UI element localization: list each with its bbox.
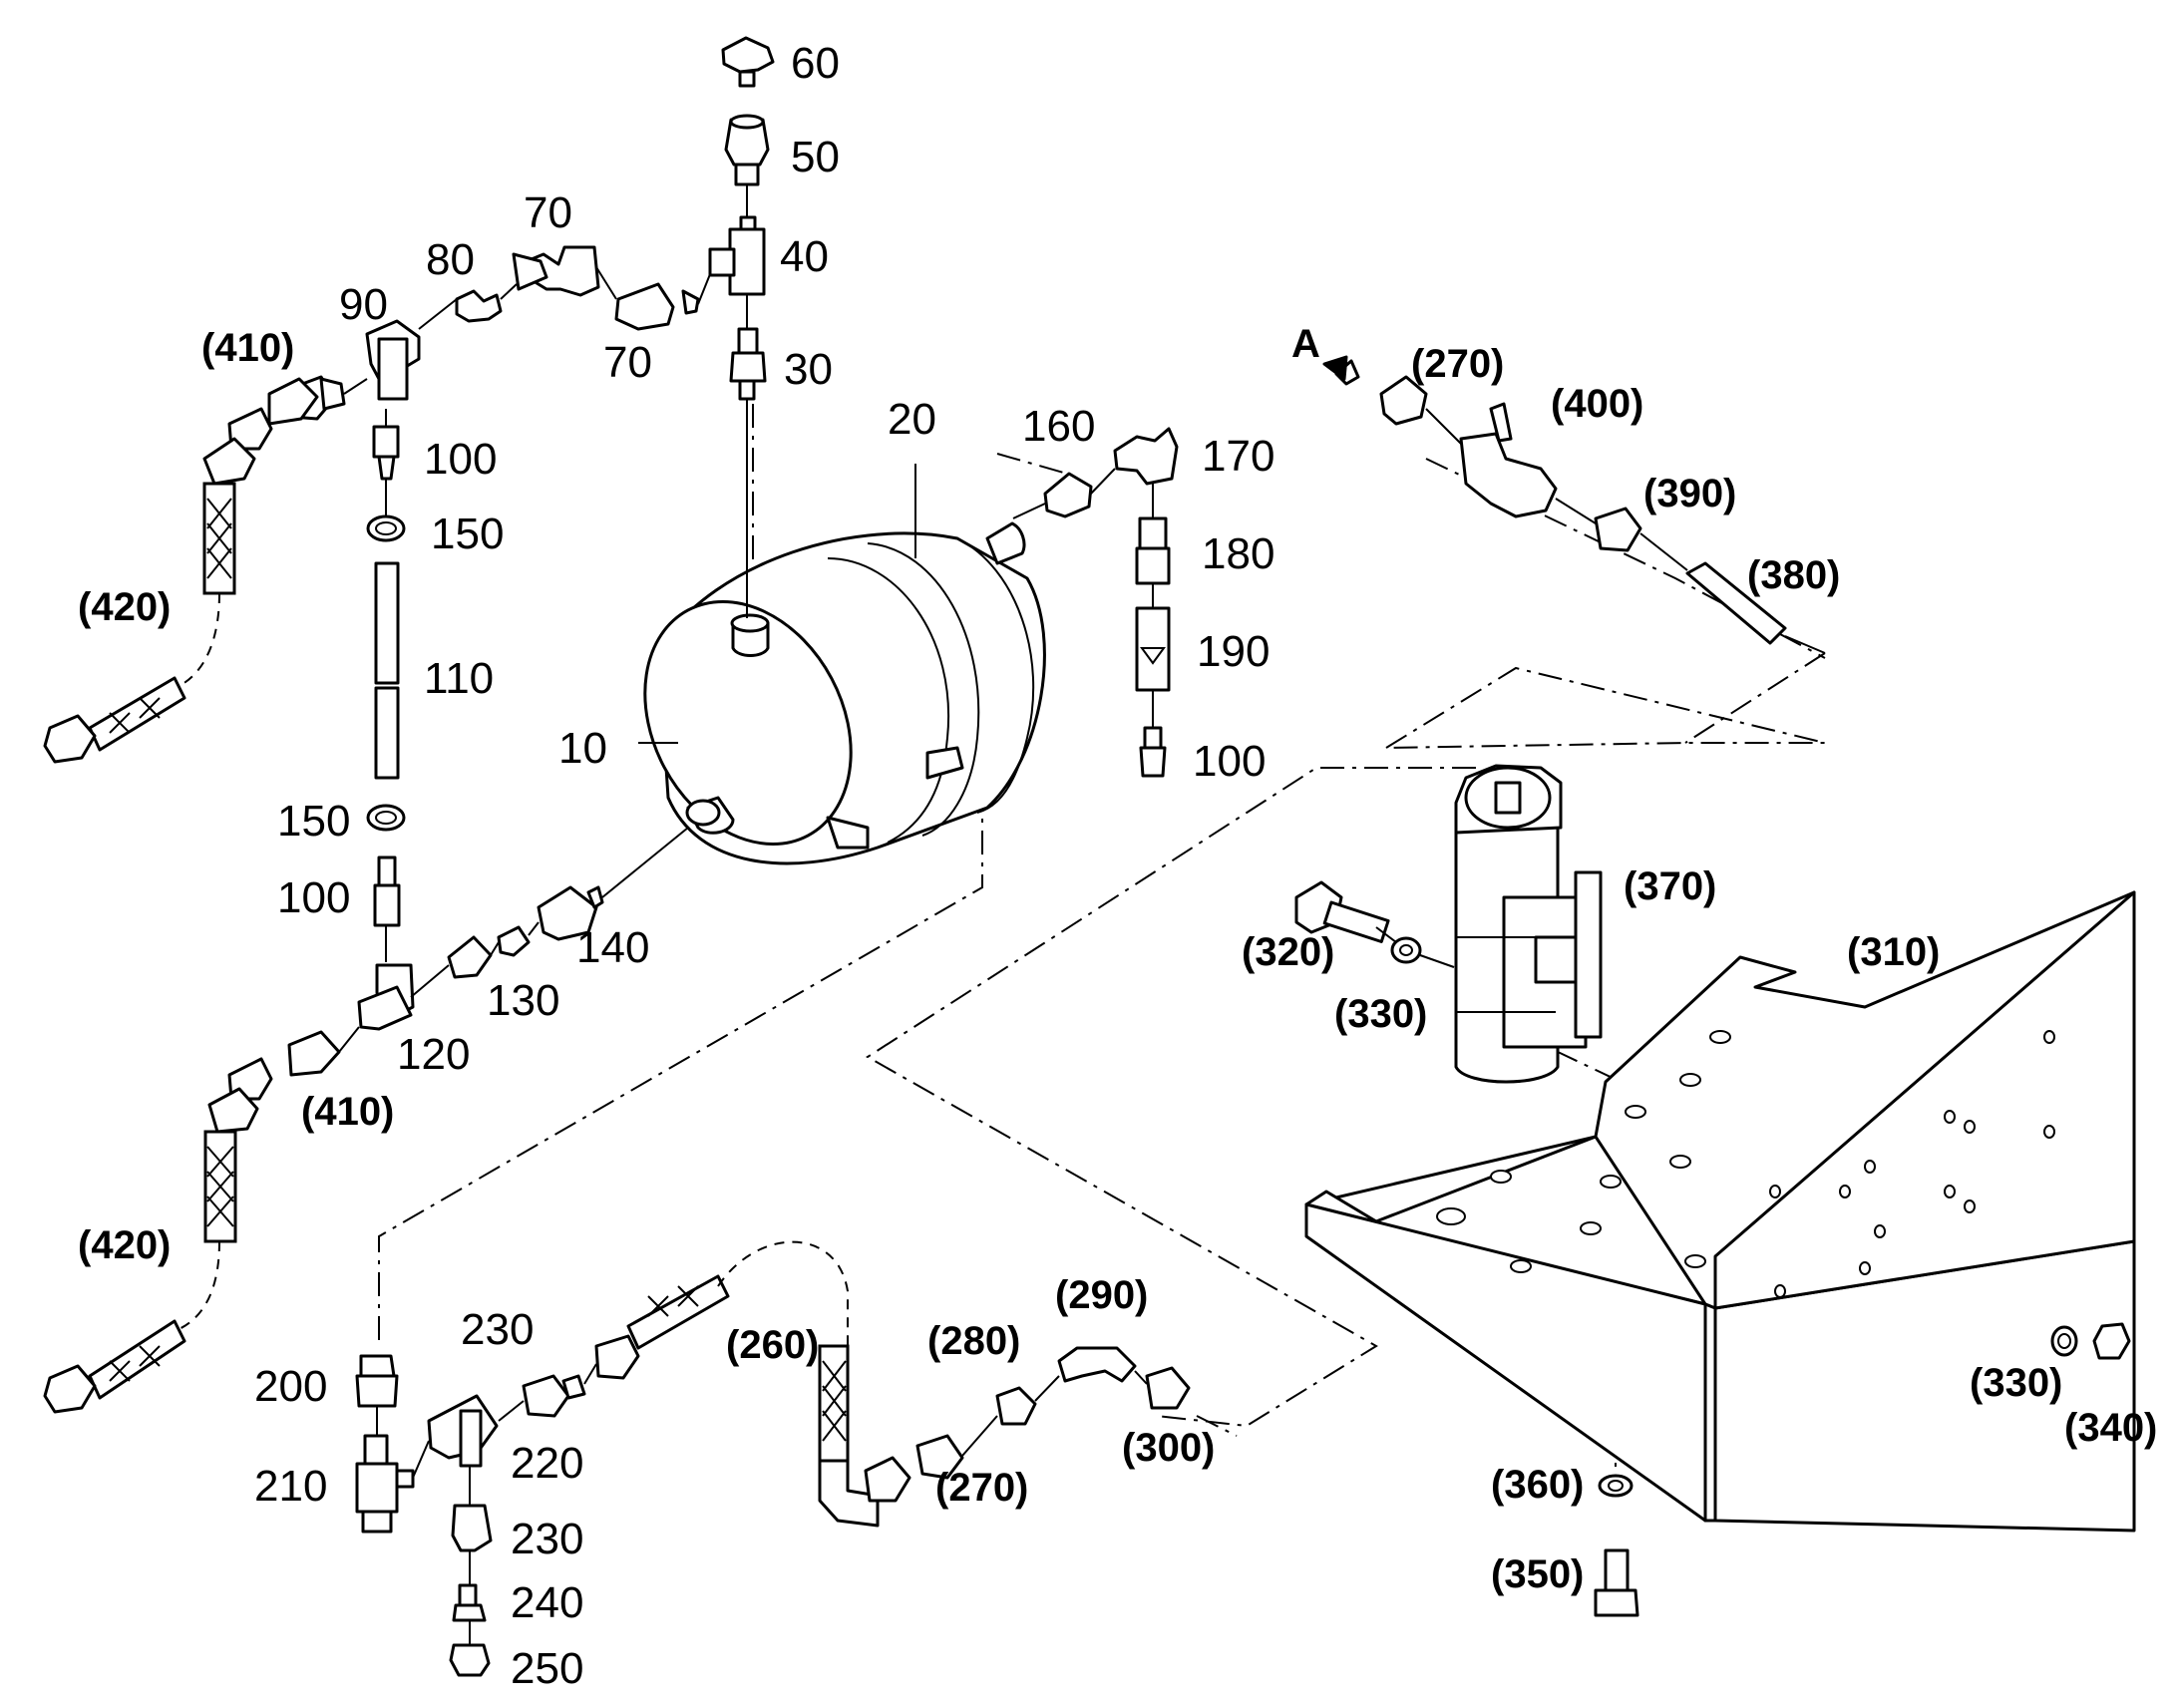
callout-330-lower: (330) <box>1970 1361 2062 1405</box>
callout-300: (300) <box>1122 1426 1215 1470</box>
callout-70-lower: 70 <box>603 338 652 387</box>
lower-right-hose <box>818 1344 1191 1528</box>
callout-180: 180 <box>1202 529 1274 578</box>
callout-410-lower: (410) <box>301 1090 394 1134</box>
callout-60: 60 <box>791 39 840 88</box>
callout-230-lower: 230 <box>511 1515 583 1563</box>
callout-10: 10 <box>558 724 607 773</box>
callout-340: (340) <box>2064 1406 2157 1450</box>
callout-170: 170 <box>1202 432 1274 481</box>
callout-20: 20 <box>888 395 936 444</box>
callout-320: (320) <box>1242 930 1334 974</box>
upper-hose <box>43 377 319 764</box>
callout-420-lower: (420) <box>78 1223 171 1267</box>
callout-40: 40 <box>780 232 829 281</box>
callout-280: (280) <box>927 1319 1020 1363</box>
upper-right-fittings <box>1334 359 1826 654</box>
callout-80: 80 <box>426 235 475 284</box>
callout-110: 110 <box>424 654 494 703</box>
callout-200: 200 <box>254 1362 327 1411</box>
callout-220: 220 <box>511 1439 583 1488</box>
callout-270-lower: (270) <box>935 1466 1028 1510</box>
callout-210: 210 <box>254 1462 327 1511</box>
callout-100-right: 100 <box>1193 737 1266 786</box>
callout-labels: 60 50 40 30 70 70 80 90 (410) 100 150 (4… <box>78 39 2157 1693</box>
bracket-310 <box>1304 890 2136 1533</box>
callout-370: (370) <box>1624 864 1716 908</box>
callout-270-upper: (270) <box>1411 342 1504 386</box>
callout-120: 120 <box>397 1030 470 1079</box>
callout-290: (290) <box>1055 1273 1148 1317</box>
upper-left-fittings <box>287 245 711 421</box>
callout-400: (400) <box>1551 382 1643 426</box>
callout-240: 240 <box>511 1578 583 1627</box>
callout-130: 130 <box>487 976 559 1025</box>
callout-A: A <box>1291 322 1320 366</box>
callout-30: 30 <box>784 345 833 394</box>
tank <box>638 464 1046 865</box>
right-fittings <box>1012 427 1179 778</box>
callout-150-lower: 150 <box>277 797 350 846</box>
callout-350: (350) <box>1491 1552 1584 1596</box>
callout-100-lower: 100 <box>277 873 350 922</box>
callout-410-upper: (410) <box>201 326 294 370</box>
lower-hose <box>43 1026 360 1414</box>
callout-100-upper: 100 <box>424 435 497 484</box>
direction-arrow-icon <box>1322 355 1348 381</box>
callout-160: 160 <box>1022 402 1095 451</box>
callout-330-upper: (330) <box>1334 992 1427 1036</box>
callout-140: 140 <box>576 923 649 972</box>
pump-assembly <box>1294 764 1603 1084</box>
callout-420-upper: (420) <box>78 585 171 629</box>
callout-90: 90 <box>339 280 388 329</box>
callout-150-upper: 150 <box>431 510 504 558</box>
callout-250: 250 <box>511 1644 583 1693</box>
callout-70-upper: 70 <box>524 188 572 237</box>
callout-230-upper: 230 <box>461 1305 534 1354</box>
lower-left-fittings <box>357 827 689 1031</box>
lower-fittings <box>355 1240 849 1677</box>
callout-360: (360) <box>1491 1463 1584 1507</box>
top-fittings <box>708 36 775 618</box>
callout-380: (380) <box>1747 553 1840 597</box>
callout-50: 50 <box>791 133 840 181</box>
callout-190: 190 <box>1197 627 1270 676</box>
left-vertical-pipe <box>366 409 406 962</box>
callout-310: (310) <box>1847 930 1940 974</box>
fasteners <box>1594 1322 2131 1617</box>
callout-260: (260) <box>726 1323 819 1367</box>
callout-390: (390) <box>1643 472 1736 515</box>
